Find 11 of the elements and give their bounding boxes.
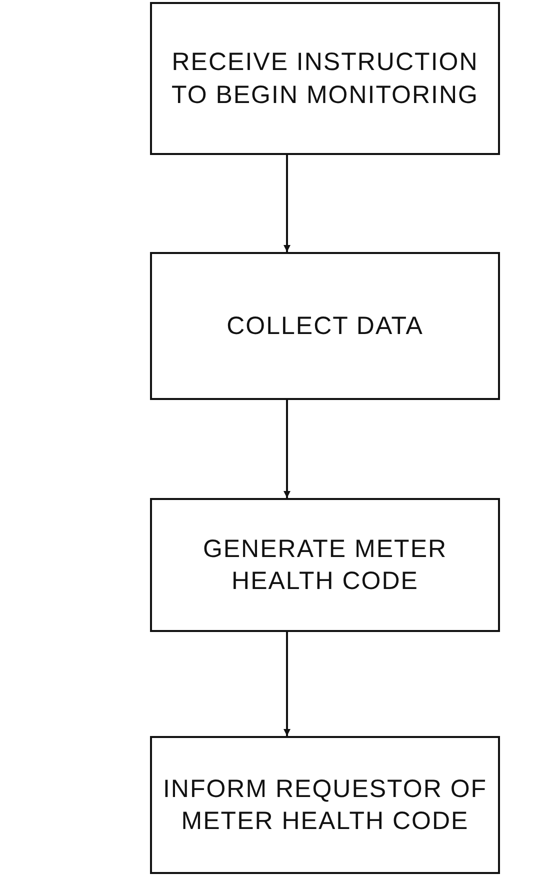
process-box	[150, 736, 500, 874]
process-box	[150, 252, 500, 400]
arrow	[284, 632, 290, 736]
step-text: GENERATE METER HEALTH CODE	[202, 534, 448, 597]
arrow	[284, 400, 290, 498]
step-text: RECEIVE INSTRUCTION TO BEGIN MONITORING	[170, 47, 480, 110]
step-text: INFORM REQUESTOR OF METER HEALTH CODE	[162, 774, 488, 837]
process-box	[150, 2, 500, 155]
arrow	[284, 155, 290, 252]
step-text: COLLECT DATA	[226, 310, 424, 342]
process-box	[150, 498, 500, 632]
